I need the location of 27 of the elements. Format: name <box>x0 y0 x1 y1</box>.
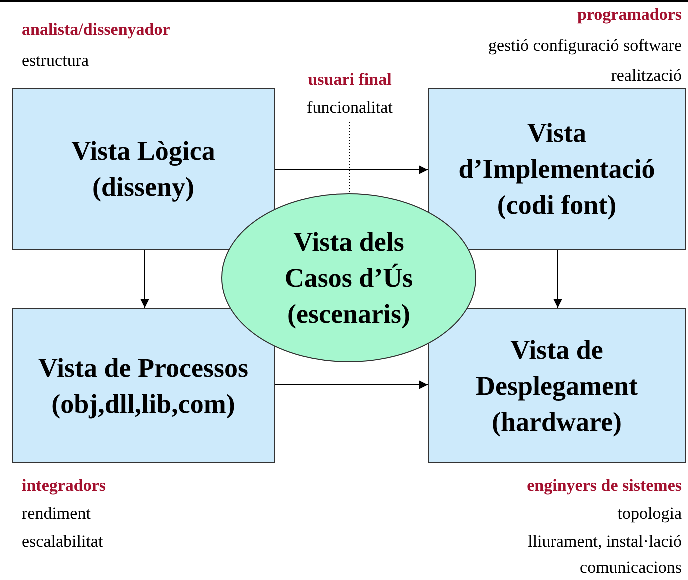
concern-text: gestió configuració software <box>488 36 682 56</box>
view-title: Vista dels Casos d’Ús (escenaris) <box>284 226 414 331</box>
role-heading: usuari final <box>308 69 392 91</box>
arrow <box>274 380 428 390</box>
arrow <box>140 250 150 308</box>
concern-text: rendiment <box>22 504 91 524</box>
view-box <box>428 308 686 463</box>
concern-text: comunicacions <box>580 558 682 578</box>
view-box <box>12 88 275 250</box>
concern-text: realització <box>611 66 682 86</box>
view-title: Vista de Desplegament (hardware) <box>475 334 639 438</box>
concern-text: topologia <box>618 504 682 524</box>
view-title: Vista de Processos (obj,dll,lib,com) <box>38 352 250 421</box>
view-title: Vista Lògica (disseny) <box>70 135 216 204</box>
role-heading: enginyers de sistemes <box>527 476 682 496</box>
view-box <box>12 308 275 463</box>
arrow <box>554 250 562 308</box>
concern-text: lliurament, instal·lació <box>528 532 682 552</box>
arrow <box>274 166 428 174</box>
role-heading: integradors <box>22 476 106 496</box>
concern-text: escalabilitat <box>22 532 104 552</box>
role-heading: analista/dissenyador <box>22 20 170 40</box>
concern-text: funcionalitat <box>307 97 393 119</box>
role-heading: programadors <box>577 5 682 25</box>
view-title: Vista d’Implementació (codi font) <box>458 117 656 222</box>
view-box <box>428 88 686 250</box>
concern-text: estructura <box>22 51 90 71</box>
